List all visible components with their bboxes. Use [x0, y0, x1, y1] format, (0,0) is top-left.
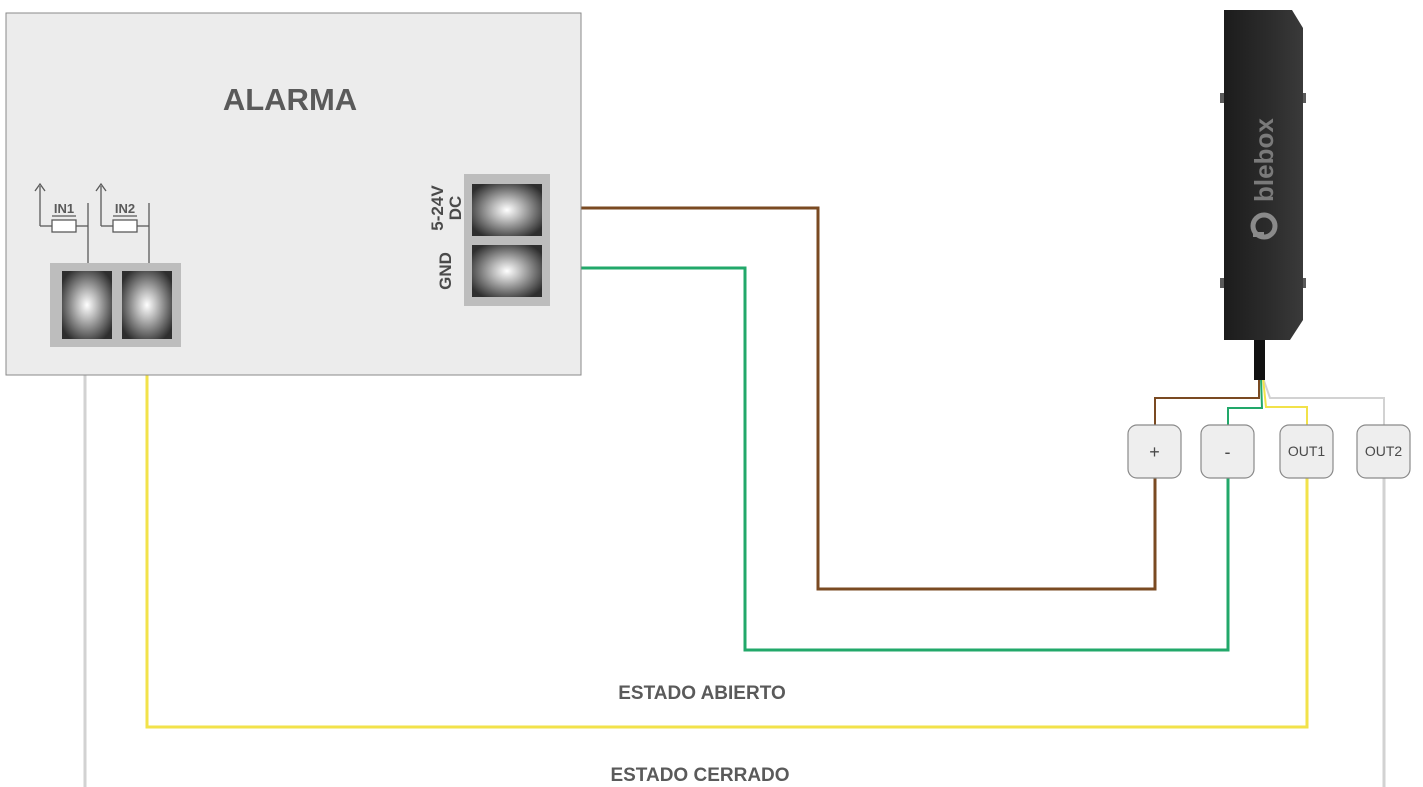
pin-out1: [1279, 424, 1334, 479]
device-body: [1224, 10, 1303, 340]
in2-label: IN2: [115, 201, 135, 216]
wire-gnd: [540, 266, 1230, 652]
blebox-device: blebox: [1220, 10, 1306, 380]
blebox-logo-icon: [1250, 212, 1278, 240]
pin-plus-label: +: [1149, 442, 1160, 462]
pin-minus: [1200, 424, 1255, 479]
wire-out1: [145, 340, 1309, 729]
wire-power: [540, 206, 1157, 591]
device-brand: blebox: [1249, 118, 1279, 202]
power-plus-terminal: [472, 184, 542, 236]
device-pins: + - OUT1 OUT2: [1127, 424, 1411, 479]
wire-power-upper: [1154, 378, 1260, 425]
pin-out1-label: OUT1: [1288, 443, 1326, 459]
wire-gnd-upper: [1227, 377, 1264, 425]
pin-minus-label: -: [1225, 442, 1231, 462]
power-label-line1: 5-24V: [428, 185, 447, 231]
wires: [83, 206, 1386, 787]
device-cable: [1254, 336, 1265, 380]
gnd-label: GND: [436, 252, 455, 290]
wire-out2: [1262, 377, 1385, 425]
wire-out1-upper: [1262, 377, 1308, 425]
in1-label: IN1: [54, 201, 74, 216]
state-open-label: ESTADO ABIERTO: [618, 683, 786, 704]
pin-out2: [1356, 424, 1411, 479]
in1-terminal: [62, 271, 112, 339]
power-label-line2: DC: [446, 196, 465, 221]
device-notches: [1220, 93, 1306, 288]
state-closed-label: ESTADO CERRADO: [610, 765, 789, 786]
alarm-title: ALARMA: [223, 82, 357, 117]
power-gnd-terminal: [472, 245, 542, 297]
in2-terminal: [122, 271, 172, 339]
in1-symbol: [34, 182, 89, 268]
in2-symbol: [95, 182, 150, 268]
pin-plus: [1127, 424, 1182, 479]
pin-out2-label: OUT2: [1365, 443, 1403, 459]
alarm-panel: ALARMA IN1 IN2: [5, 12, 582, 376]
